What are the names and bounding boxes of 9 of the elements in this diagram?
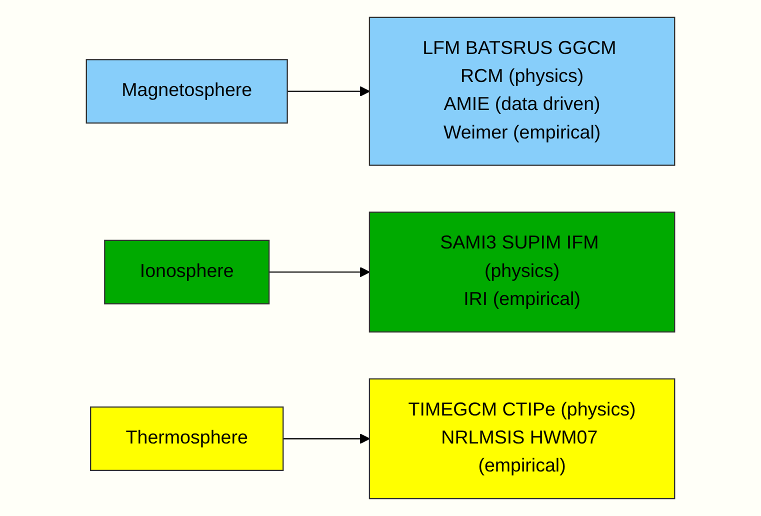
arrow <box>283 434 370 444</box>
node-box: Ionosphere <box>104 240 270 304</box>
node-box: Magnetosphere <box>86 59 288 124</box>
node-box: TIMEGCM CTIPe (physics) NRLMSIS HWM07 (empirical) <box>368 378 676 500</box>
node-box: LFM BATSRUS GGCM RCM (physics) AMIE (data driven) Weimer (empirical) <box>368 16 676 166</box>
node-box: SAMI3 SUPIM IFM (physics) IRI (empirical) <box>368 212 676 333</box>
arrow <box>269 266 370 278</box>
node-box: Thermosphere <box>90 406 284 472</box>
arrow <box>287 86 370 96</box>
